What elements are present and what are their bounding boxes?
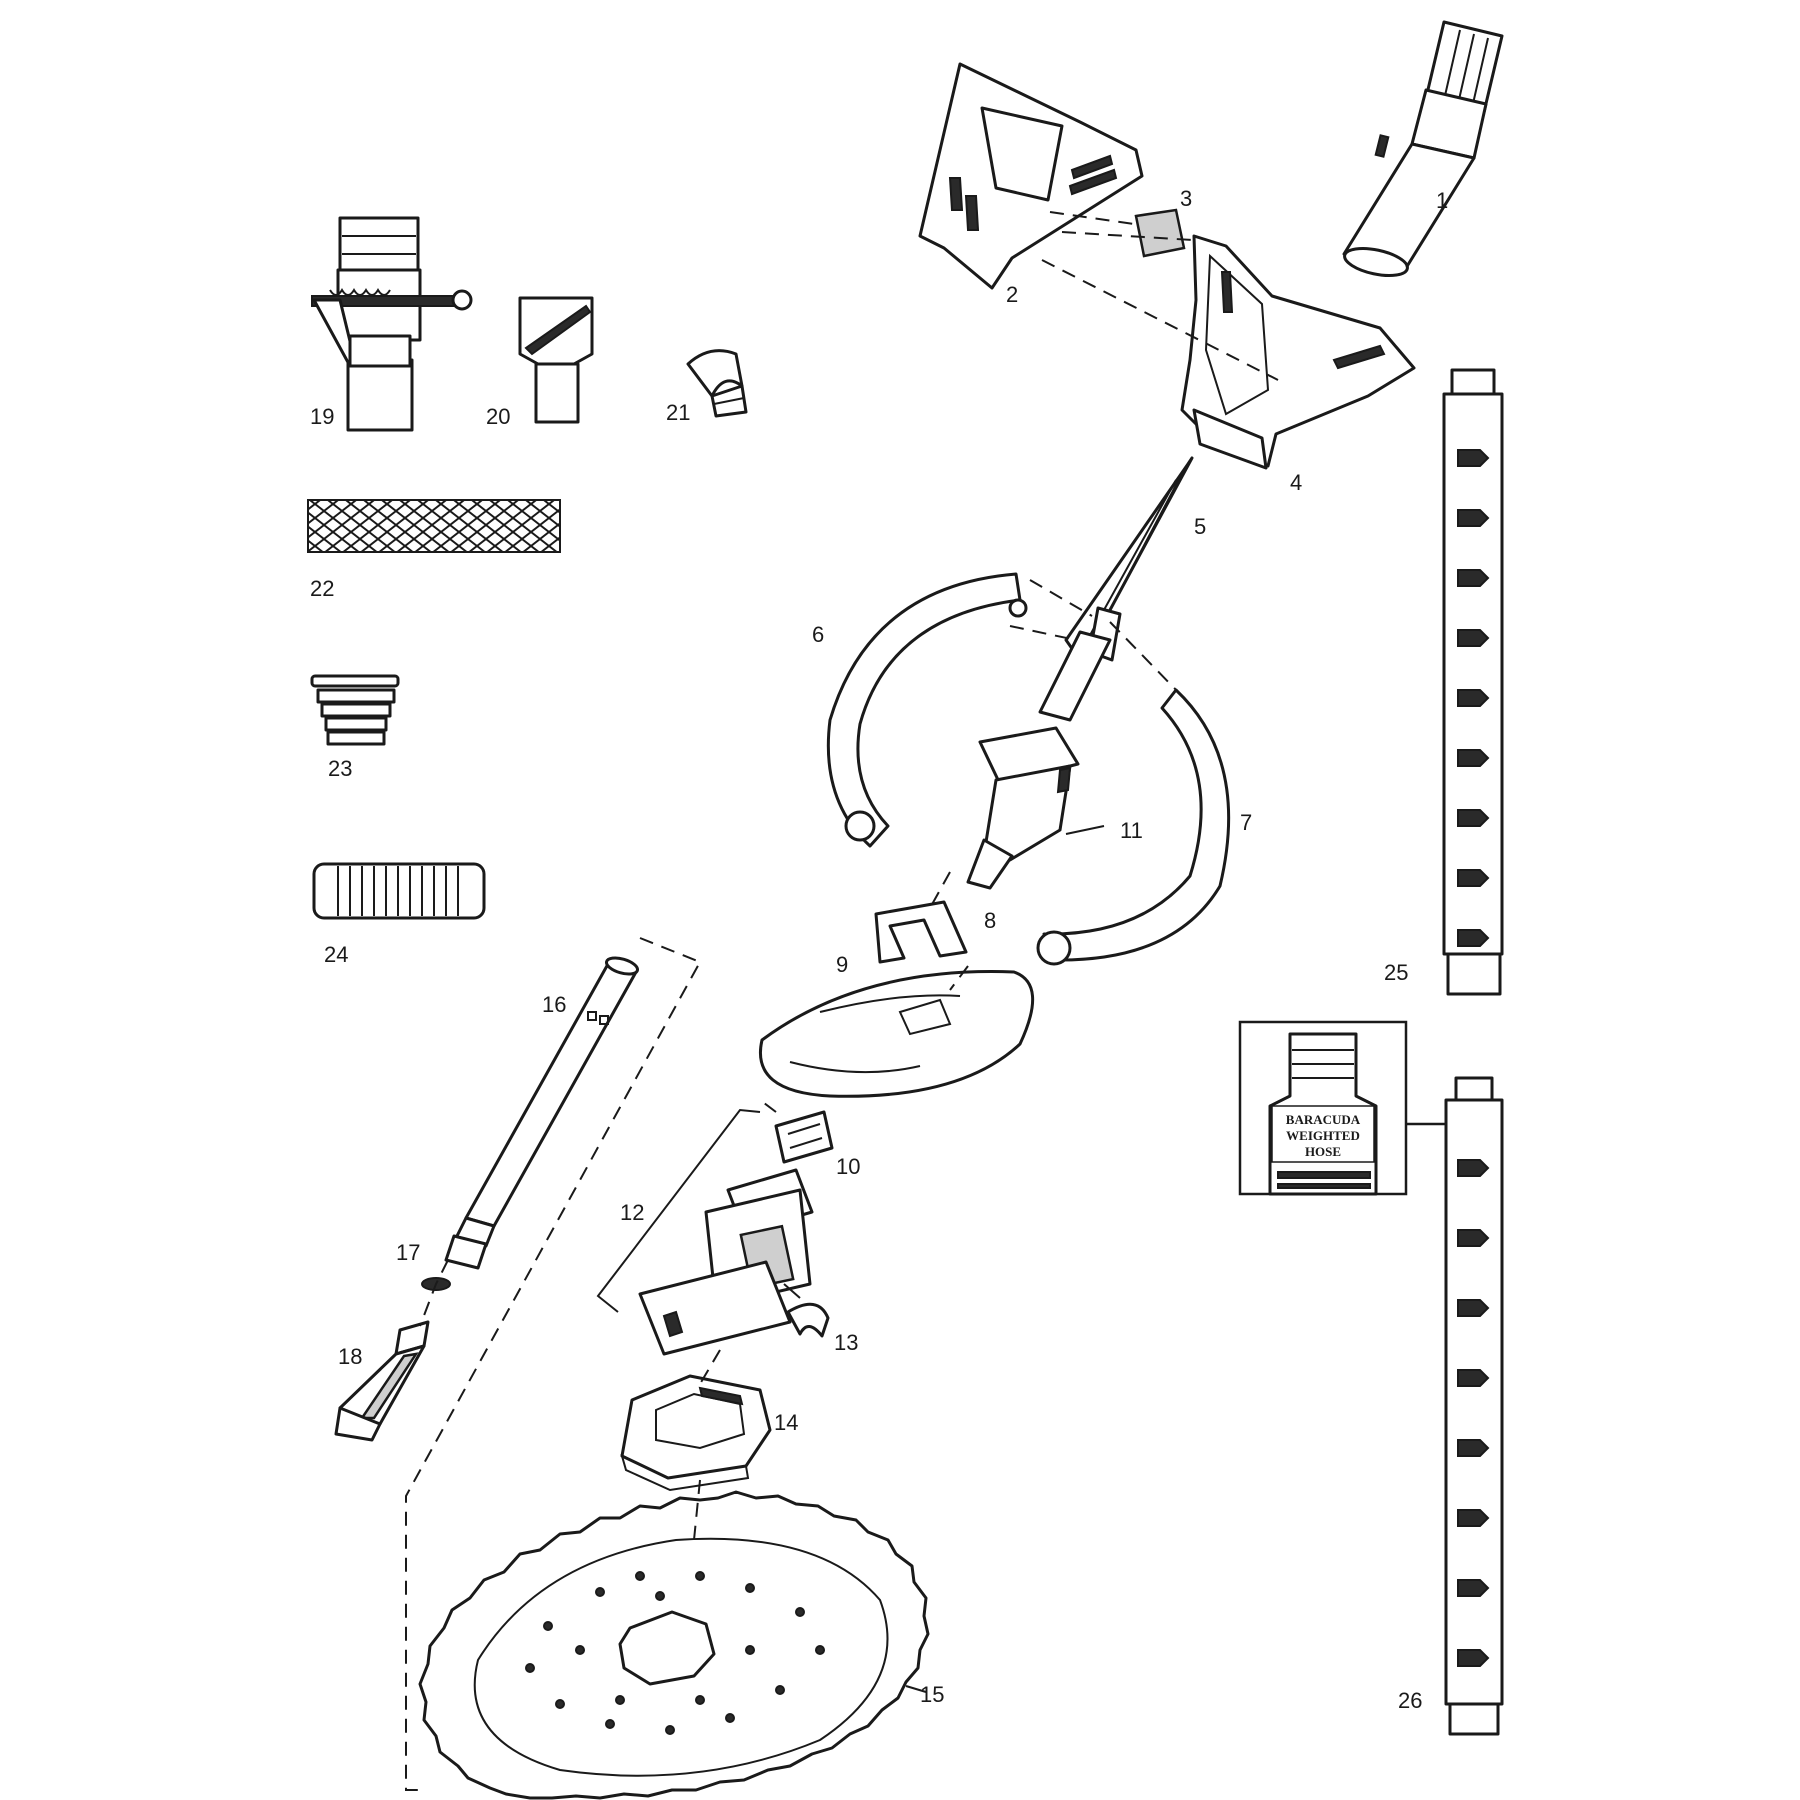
part-7-right-arm <box>1036 688 1231 966</box>
callout-9: 9 <box>836 952 848 977</box>
callout-8: 8 <box>984 908 996 933</box>
assembly-guide-lines <box>405 211 1279 1791</box>
hose-tag-line-3: HOSE <box>1305 1144 1341 1159</box>
part-5-diaphragm <box>1064 456 1194 662</box>
callout-24: 24 <box>324 942 348 967</box>
callout-5: 5 <box>1194 514 1206 539</box>
callout-10: 10 <box>836 1154 860 1179</box>
callout-16: 16 <box>542 992 566 1017</box>
callout-numbers: 1 2 3 4 5 6 7 8 9 10 11 12 13 14 15 16 1… <box>310 186 1448 1713</box>
part-15-toothed-disc <box>418 1490 930 1800</box>
part-13-spring-clip <box>786 1302 830 1338</box>
part-24-coupling <box>312 862 486 920</box>
part-2-top-cover <box>918 62 1144 290</box>
callout-6: 6 <box>812 622 824 647</box>
callout-15: 15 <box>920 1682 944 1707</box>
part-14-foot-pad <box>620 1374 772 1492</box>
leader-lines <box>783 825 1105 1693</box>
part-4-main-housing <box>1180 234 1416 470</box>
callout-1: 1 <box>1436 188 1448 213</box>
part-8-clip <box>874 900 968 964</box>
part-10-hammer <box>774 1110 834 1164</box>
callout-23: 23 <box>328 756 352 781</box>
callout-2: 2 <box>1006 282 1018 307</box>
part-23-cone-adapter <box>310 674 400 746</box>
part-1-hose-swivel <box>1342 20 1504 277</box>
part-26-weighted-hose <box>1444 1076 1504 1736</box>
bracket-12 <box>596 1108 761 1313</box>
part-20-skimmer-adapter <box>518 296 594 424</box>
hose-tag-line-2: WEIGHTED <box>1286 1128 1360 1143</box>
callout-11: 11 <box>1120 818 1143 843</box>
part-17-o-ring <box>421 1234 488 1291</box>
part-21-elbow <box>686 349 748 418</box>
callout-26: 26 <box>1398 1688 1422 1713</box>
hose-tag-line-1: BARACUDA <box>1286 1112 1361 1127</box>
callout-21: 21 <box>666 400 690 425</box>
callout-17: 17 <box>396 1240 420 1265</box>
callout-18: 18 <box>338 1344 362 1369</box>
callout-4: 4 <box>1290 470 1302 495</box>
part-6-left-arm <box>826 572 1028 848</box>
callout-25: 25 <box>1384 960 1408 985</box>
callout-20: 20 <box>486 404 510 429</box>
part-3-seal <box>1134 208 1186 258</box>
part-19-regulator-valve <box>311 216 473 432</box>
part-18-nozzle <box>334 1320 430 1442</box>
callout-12: 12 <box>620 1200 644 1225</box>
callout-3: 3 <box>1180 186 1192 211</box>
weighted-hose-callout-box: BARACUDA WEIGHTED HOSE <box>1238 1020 1446 1196</box>
part-9-disc-plate <box>759 970 1034 1098</box>
part-22-mesh-net <box>307 499 561 553</box>
callout-22: 22 <box>310 576 334 601</box>
part-12-motor-body <box>638 1168 814 1356</box>
callout-7: 7 <box>1240 810 1252 835</box>
callout-13: 13 <box>834 1330 858 1355</box>
callout-14: 14 <box>774 1410 798 1435</box>
part-11-pivot-housing <box>966 630 1112 890</box>
disc-holes <box>525 1571 825 1735</box>
callout-19: 19 <box>310 404 334 429</box>
part-25-hose-section <box>1442 368 1504 996</box>
